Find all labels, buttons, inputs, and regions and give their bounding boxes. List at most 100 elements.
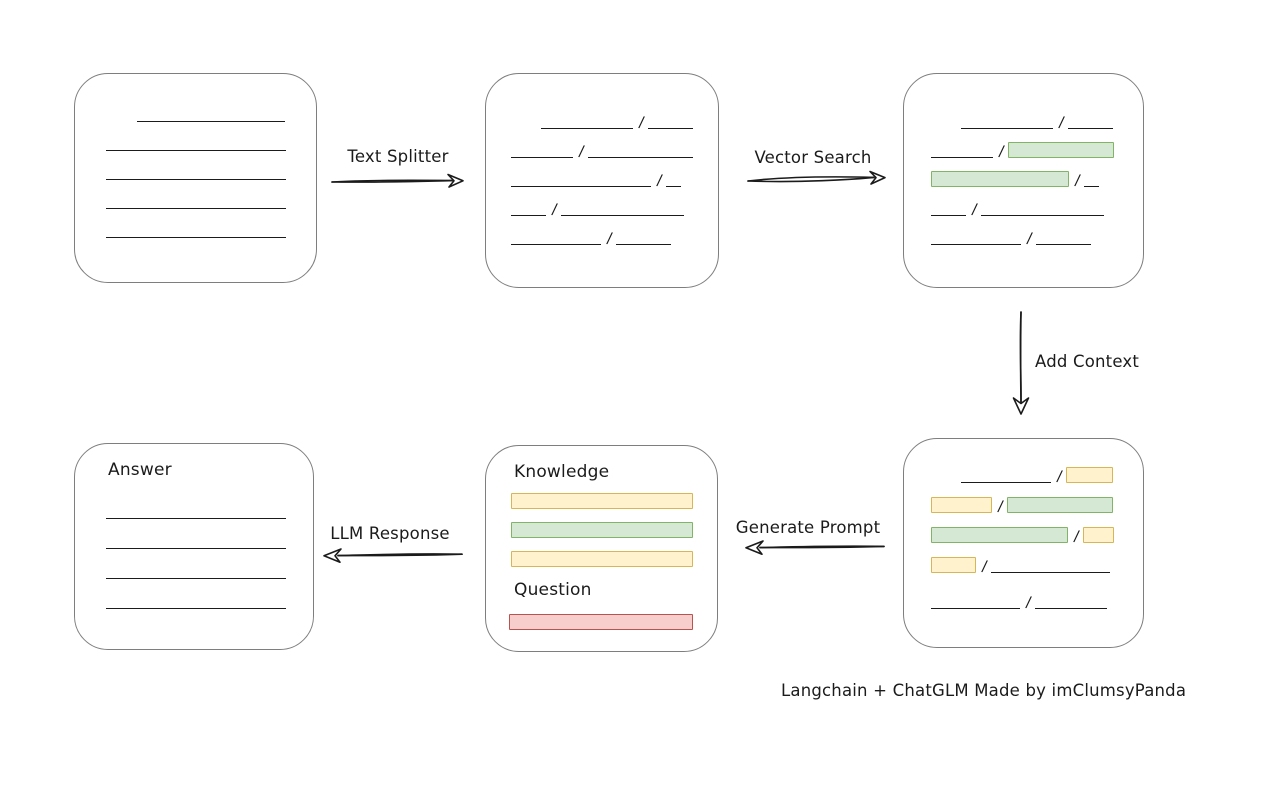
slash-separator-icon: /: [550, 199, 559, 219]
yellow-chunk: [931, 557, 976, 573]
chunk-row: /: [511, 158, 693, 189]
chunk-row: /: [511, 216, 693, 248]
chunk-row: /: [511, 100, 694, 132]
text-line: [561, 215, 685, 216]
yellow-bar: [511, 493, 693, 509]
text-line: [106, 208, 286, 209]
chunk-row: /: [511, 129, 694, 161]
add-context-arrow-icon: [1012, 311, 1030, 415]
slash-separator-icon: /: [1057, 112, 1066, 132]
text-line: [511, 157, 573, 158]
slash-separator-icon: /: [996, 496, 1005, 516]
text-line: [541, 128, 633, 129]
vector-search-label: Vector Search: [754, 148, 872, 167]
text-line: [106, 608, 286, 609]
slash-separator-icon: /: [637, 112, 646, 132]
slash-separator-icon: /: [1073, 170, 1082, 190]
chunk-rows: / / / / /: [904, 74, 1115, 248]
text-line: [106, 179, 286, 180]
text-line: [106, 548, 286, 549]
green-chunk: [1007, 497, 1114, 513]
green-chunk: [931, 527, 1068, 543]
source-document-node: [74, 73, 317, 283]
text-line: [137, 121, 285, 122]
text-line: [588, 157, 694, 158]
question-bars: [509, 614, 693, 643]
text-line: [648, 128, 694, 129]
text-line-row: [106, 489, 286, 519]
green-chunk: [931, 171, 1069, 187]
green-bar: [511, 522, 693, 538]
text-line: [961, 482, 1051, 483]
green-chunk: [1008, 142, 1115, 158]
chunk-row: /: [931, 187, 1114, 219]
llm-response-label: LLM Response: [330, 524, 450, 543]
text-line-row: [106, 93, 286, 122]
chunk-row: /: [931, 543, 1114, 576]
question-label: Question: [514, 580, 592, 600]
text-line: [931, 244, 1021, 245]
document-lines: [75, 74, 286, 238]
diagram-caption: Langchain + ChatGLM Made by imClumsyPand…: [781, 681, 1187, 700]
text-line: [1036, 244, 1092, 245]
text-line-row: [106, 209, 286, 238]
split-chunks-node: /////: [485, 73, 719, 288]
generate-prompt-label: Generate Prompt: [735, 518, 881, 537]
slash-separator-icon: /: [1025, 228, 1034, 248]
text-line: [106, 150, 286, 151]
answer-lines: [75, 444, 286, 609]
text-line-row: [106, 579, 286, 609]
text-line: [931, 157, 993, 158]
chunk-row: /: [931, 100, 1114, 132]
red-bar: [509, 614, 693, 630]
chunk-rows: / / / / /: [904, 439, 1115, 611]
text-line: [931, 608, 1020, 609]
slash-separator-icon: /: [577, 141, 586, 161]
text-line: [981, 215, 1105, 216]
matched-chunks-node: / / / / /: [903, 73, 1144, 288]
generate-prompt-arrow-icon: [745, 540, 885, 555]
slash-separator-icon: /: [997, 141, 1006, 161]
vector-search-arrow-icon: [747, 170, 886, 185]
text-line: [511, 215, 546, 216]
text-line-row: [106, 122, 286, 151]
text-line: [961, 128, 1053, 129]
yellow-bar: [511, 551, 693, 567]
text-line: [1068, 128, 1114, 129]
text-line-row: [106, 549, 286, 579]
chunk-row: /: [511, 187, 693, 219]
add-context-label: Add Context: [1035, 352, 1140, 371]
text-line: [666, 186, 682, 187]
llm-response-arrow-icon: [323, 548, 463, 563]
chunk-row: /: [931, 513, 1115, 546]
text-line: [511, 244, 601, 245]
text-line: [106, 237, 286, 238]
text-line: [991, 572, 1111, 573]
slash-separator-icon: /: [1072, 526, 1081, 546]
answer-node: Answer: [74, 443, 314, 650]
yellow-chunk: [1066, 467, 1114, 483]
text-splitter-arrow-icon: [331, 173, 464, 188]
knowledge-bars: [511, 493, 693, 580]
chunk-row: /: [931, 453, 1114, 485]
text-line: [931, 215, 966, 216]
knowledge-label: Knowledge: [514, 462, 610, 482]
text-line-row: [106, 151, 286, 180]
slash-separator-icon: /: [980, 556, 989, 576]
chunk-row: /: [931, 158, 1114, 190]
slash-separator-icon: /: [970, 199, 979, 219]
text-line: [106, 518, 286, 519]
chunk-row: /: [931, 483, 1114, 516]
slash-separator-icon: /: [605, 228, 614, 248]
text-line-row: [106, 519, 286, 549]
context-chunks-node: / / / / /: [903, 438, 1144, 648]
text-line: [616, 244, 672, 245]
text-line: [106, 578, 286, 579]
chunk-rows: /////: [486, 74, 694, 248]
yellow-chunk: [1083, 527, 1115, 543]
text-line: [1084, 186, 1100, 187]
chunk-row: /: [931, 579, 1114, 611]
text-line-row: [106, 180, 286, 209]
prompt-node: Knowledge Question: [485, 445, 718, 652]
